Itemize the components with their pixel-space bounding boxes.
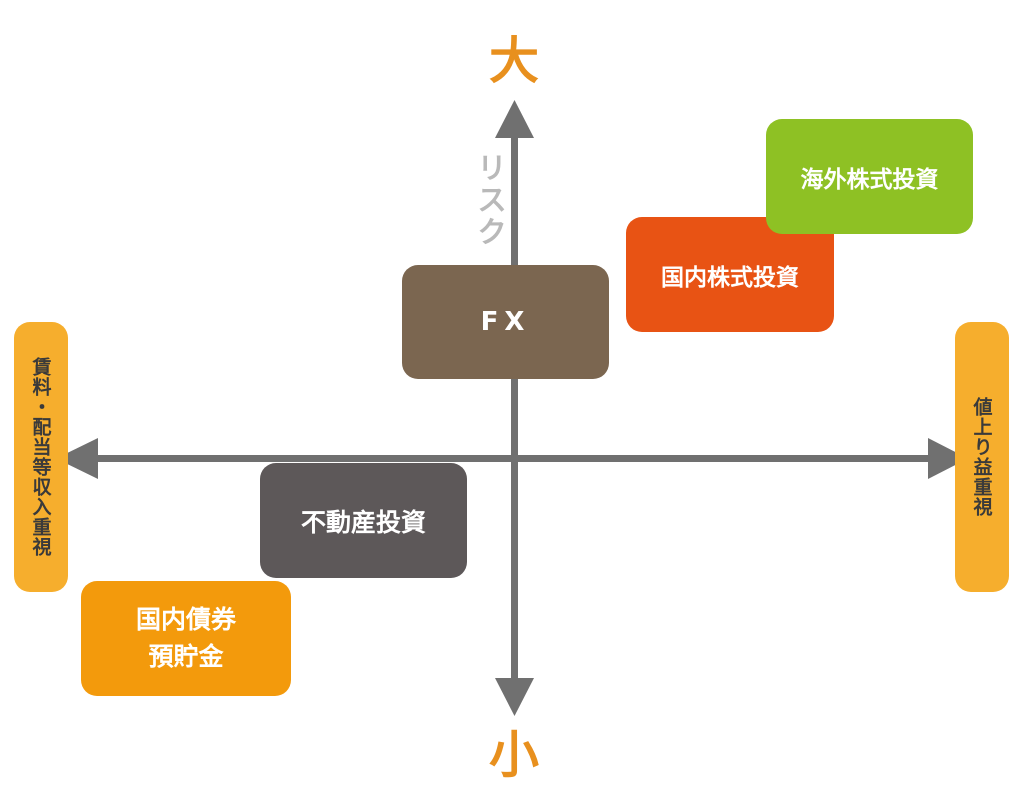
axis-arrow-right xyxy=(928,438,968,479)
axis-arrow-up xyxy=(495,100,534,138)
domestic-bonds-label: 国内債券 xyxy=(135,605,236,635)
deposits-label: 預貯金 xyxy=(148,641,224,671)
overseas-stocks-box: 海外株式投資 xyxy=(766,119,973,234)
axis-arrow-left xyxy=(56,438,98,479)
domestic-stocks-box: 国内株式投資 xyxy=(626,217,834,332)
vertical-axis-line xyxy=(511,132,518,684)
fx-label: FX xyxy=(480,307,531,337)
capital-gain-focus-label-box: 値上り益重視 xyxy=(955,322,1009,592)
real-estate-label: 不動産投資 xyxy=(300,507,426,537)
overseas-stocks-label: 海外株式投資 xyxy=(800,166,939,193)
income-focus-label-box: 賃料・配当等収入重視 xyxy=(14,322,68,592)
fx-box: FX xyxy=(402,265,609,379)
risk-high-label: 大 xyxy=(489,32,539,90)
axis-arrow-down xyxy=(495,678,534,716)
domestic-stocks-label: 国内株式投資 xyxy=(661,264,799,291)
income-focus-label: 賃料・配当等収入重視 xyxy=(29,357,52,557)
horizontal-axis-line xyxy=(92,455,938,462)
domestic-bonds-deposits-box: 国内債券 預貯金 xyxy=(81,581,291,696)
risk-axis-label: リスク xyxy=(471,152,506,248)
capital-gain-focus-label: 値上り益重視 xyxy=(970,397,993,517)
risk-low-label: 小 xyxy=(489,726,539,784)
real-estate-box: 不動産投資 xyxy=(260,463,467,578)
